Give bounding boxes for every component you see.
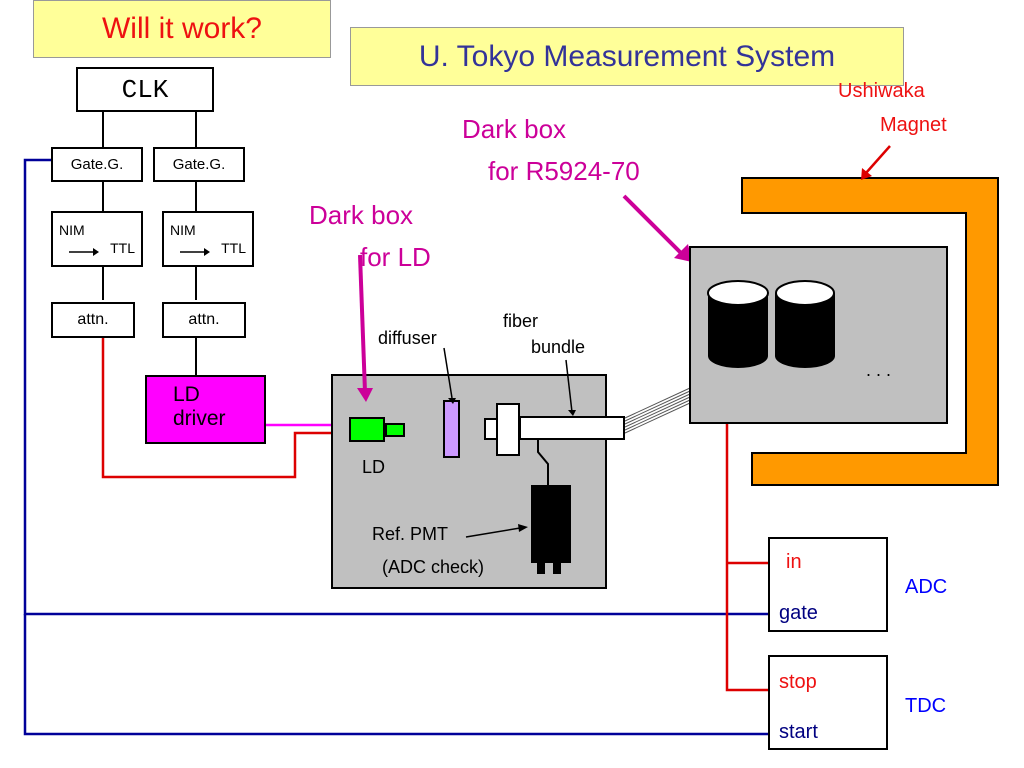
red-pmt-wire bbox=[725, 370, 768, 692]
gate-generator-2: Gate.G. bbox=[153, 147, 245, 182]
nim-label: NIM bbox=[170, 222, 196, 238]
system-title: U. Tokyo Measurement System bbox=[350, 27, 904, 86]
nim-label: NIM bbox=[59, 222, 85, 238]
ref-pmt-graphic bbox=[531, 440, 571, 574]
blue-start-wire bbox=[23, 614, 768, 736]
arrow-right-icon bbox=[180, 248, 210, 256]
attenuator-1: attn. bbox=[51, 302, 135, 338]
tdc-start-label: start bbox=[779, 721, 818, 743]
clk-box: CLK bbox=[76, 67, 214, 112]
gate-generator-1: Gate.G. bbox=[51, 147, 143, 182]
fiber-label-line1: fiber bbox=[503, 311, 539, 331]
laser-diode bbox=[349, 417, 385, 442]
ld-driver-line1: LD bbox=[173, 383, 200, 406]
magnet-label-line1: Ushiwaka bbox=[838, 80, 925, 102]
r5924-pmts bbox=[707, 280, 835, 368]
fiber-label-line2: bundle bbox=[531, 337, 586, 357]
dark-box-ld bbox=[331, 374, 607, 589]
tdc-stop-label: stop bbox=[779, 671, 817, 693]
arrow-right-icon bbox=[69, 248, 99, 256]
nim-ttl-converter-2: NIM TTL bbox=[162, 211, 254, 267]
ref-pmt-label: Ref. PMT bbox=[372, 524, 449, 544]
adc-label: ADC bbox=[905, 576, 948, 598]
slide-title: Will it work? bbox=[33, 0, 331, 58]
magnet-label-line2: Magnet bbox=[880, 114, 947, 136]
dark-box-ld-label-line2: for LD bbox=[360, 242, 431, 272]
ld-driver: LD driver bbox=[145, 375, 266, 444]
ld-label: LD bbox=[362, 457, 386, 477]
ld-driver-line2: driver bbox=[173, 407, 226, 430]
ushiwaka-magnet bbox=[741, 177, 999, 486]
tdc-module: stop start bbox=[768, 655, 888, 750]
red-trigger-wire bbox=[101, 338, 350, 479]
adc-check-label: (ADC check) bbox=[382, 557, 485, 577]
diffuser-label: diffuser bbox=[378, 328, 437, 348]
ttl-label: TTL bbox=[221, 240, 246, 256]
fiber-bundle bbox=[519, 416, 625, 440]
more-pmts-ellipsis: . . . bbox=[866, 360, 892, 380]
dark-box-ld-label-line1: Dark box bbox=[309, 200, 414, 230]
ttl-label: TTL bbox=[110, 240, 135, 256]
attenuator-2: attn. bbox=[162, 302, 246, 338]
nim-ttl-converter-1: NIM TTL bbox=[51, 211, 143, 267]
adc-in-label: in bbox=[786, 551, 802, 573]
fiber-lines bbox=[624, 387, 691, 434]
clk-wires bbox=[102, 112, 197, 375]
blue-gate-wire bbox=[23, 158, 768, 616]
dark-box-pmt-label-line2: for R5924-70 bbox=[488, 156, 640, 186]
laser-diode-tip bbox=[385, 423, 405, 437]
tdc-label: TDC bbox=[905, 695, 947, 717]
dark-box-pmt-label-line1: Dark box bbox=[462, 114, 567, 144]
adc-gate-label: gate bbox=[779, 602, 818, 624]
adc-module: in gate bbox=[768, 537, 888, 632]
